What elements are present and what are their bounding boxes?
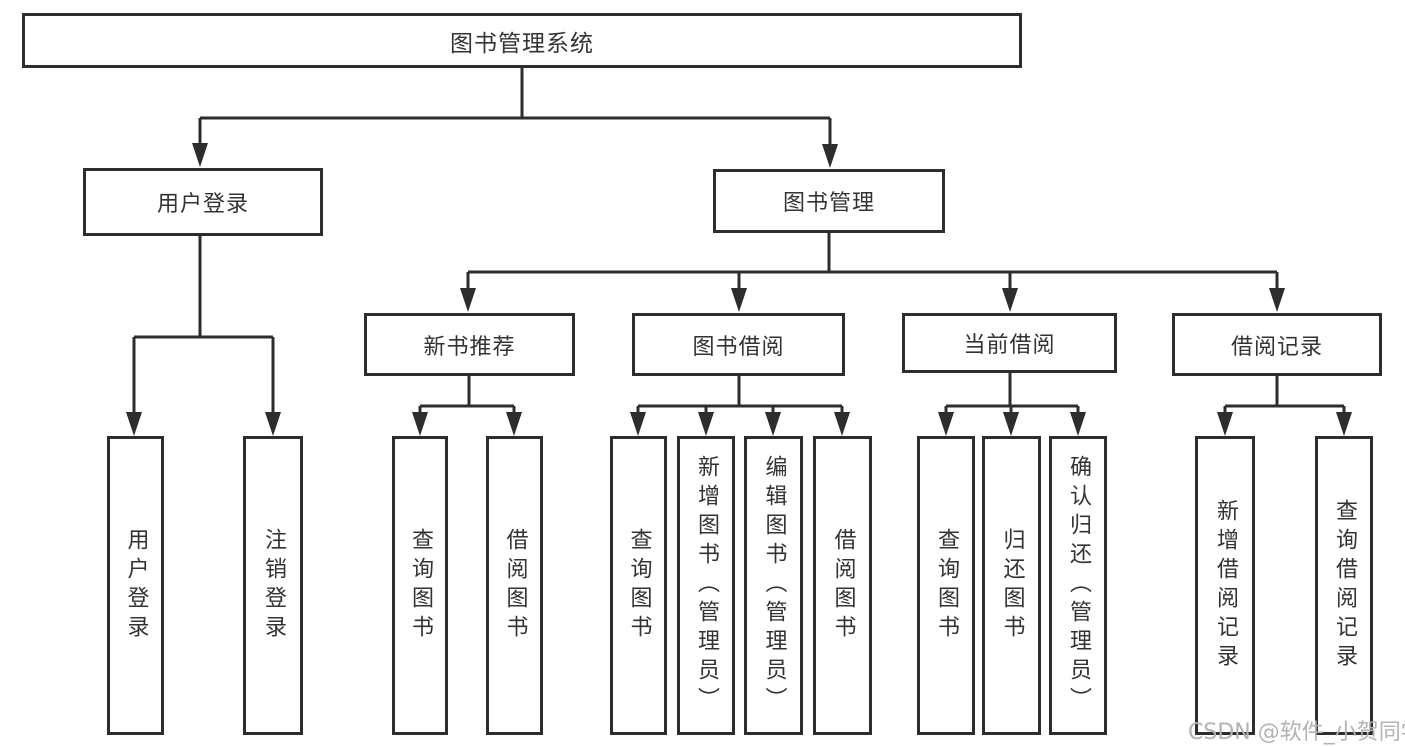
node-book-mgmt: 图书管理 — [713, 169, 945, 233]
node-book-borrow: 图书借阅 — [632, 313, 845, 376]
arrowheads — [126, 143, 1352, 436]
node-logout-leaf: 注销登录 — [243, 436, 303, 735]
node-book-borrow-label: 图书借阅 — [692, 334, 785, 360]
arrowhead-nb-query — [412, 412, 428, 436]
node-br-add: 新增借阅记录 — [1195, 436, 1255, 735]
node-bb-edit: 编辑图书（管理员） — [744, 436, 803, 735]
node-bb-query: 查询图书 — [610, 436, 667, 735]
node-cb-query: 查询图书 — [917, 436, 975, 735]
arrowhead-book-mgmt — [822, 144, 838, 168]
arrowhead-current-borrow — [1002, 288, 1018, 312]
node-current-borrow: 当前借阅 — [902, 313, 1117, 373]
node-nb-borrow-label: 借阅图书 — [502, 527, 528, 644]
node-current-borrow-label: 当前借阅 — [963, 333, 1056, 358]
node-user-login-leaf-label: 用户登录 — [123, 527, 149, 644]
arrowhead-bb-edit — [765, 412, 781, 436]
arrowhead-book-borrow — [731, 288, 747, 312]
csdn-watermark: CSDN @软件_小贺同学 — [1188, 720, 1405, 745]
node-nb-query: 查询图书 — [392, 436, 448, 735]
node-bb-add-label: 新增图书（管理员） — [694, 455, 719, 716]
node-logout-leaf-label: 注销登录 — [261, 527, 286, 644]
arrowhead-new-book-rec — [460, 288, 476, 312]
node-borrow-records: 借阅记录 — [1172, 313, 1382, 376]
node-br-query-label: 查询借阅记录 — [1332, 498, 1357, 673]
node-bb-borrow: 借阅图书 — [813, 436, 872, 735]
node-bb-query-label: 查询图书 — [626, 527, 652, 644]
arrowhead-user-login — [192, 143, 208, 167]
node-root-label: 图书管理系统 — [450, 30, 594, 57]
arrowhead-bb-query — [630, 412, 646, 436]
node-cb-confirm-label: 确认归还（管理员） — [1066, 455, 1091, 716]
node-user-login: 用户登录 — [83, 168, 323, 236]
node-root: 图书管理系统 — [22, 13, 1022, 68]
node-cb-confirm: 确认归还（管理员） — [1049, 436, 1107, 735]
arrowhead-bb-borrow — [834, 412, 850, 436]
arrowhead-cb-query — [938, 412, 954, 436]
node-user-login-label: 用户登录 — [156, 192, 249, 217]
node-nb-borrow: 借阅图书 — [486, 436, 543, 735]
node-cb-return-label: 归还图书 — [999, 527, 1025, 644]
node-cb-query-label: 查询图书 — [934, 527, 959, 644]
node-br-query: 查询借阅记录 — [1315, 436, 1373, 735]
node-bb-borrow-label: 借阅图书 — [830, 527, 856, 644]
arrowhead-user-login-leaf — [126, 412, 142, 436]
arrowhead-nb-borrow — [506, 412, 522, 436]
node-borrow-records-label: 借阅记录 — [1230, 334, 1323, 360]
node-br-add-label: 新增借阅记录 — [1213, 498, 1238, 673]
node-new-book-rec: 新书推荐 — [364, 313, 575, 376]
arrowhead-cb-confirm — [1070, 412, 1086, 436]
node-bb-edit-label: 编辑图书（管理员） — [761, 455, 787, 716]
node-new-book-rec-label: 新书推荐 — [423, 334, 516, 360]
node-bb-add: 新增图书（管理员） — [677, 436, 735, 735]
arrowhead-br-add — [1217, 412, 1233, 436]
arrowhead-cb-return — [1003, 412, 1019, 436]
node-book-mgmt-label: 图书管理 — [782, 191, 875, 216]
node-user-login-leaf: 用户登录 — [107, 436, 164, 735]
arrowhead-logout-leaf — [265, 412, 281, 436]
arrowhead-borrow-records — [1269, 288, 1285, 312]
arrowhead-bb-add — [698, 412, 714, 436]
node-cb-return: 归还图书 — [982, 436, 1041, 735]
arrowhead-br-query — [1336, 412, 1352, 436]
node-nb-query-label: 查询图书 — [408, 527, 433, 644]
